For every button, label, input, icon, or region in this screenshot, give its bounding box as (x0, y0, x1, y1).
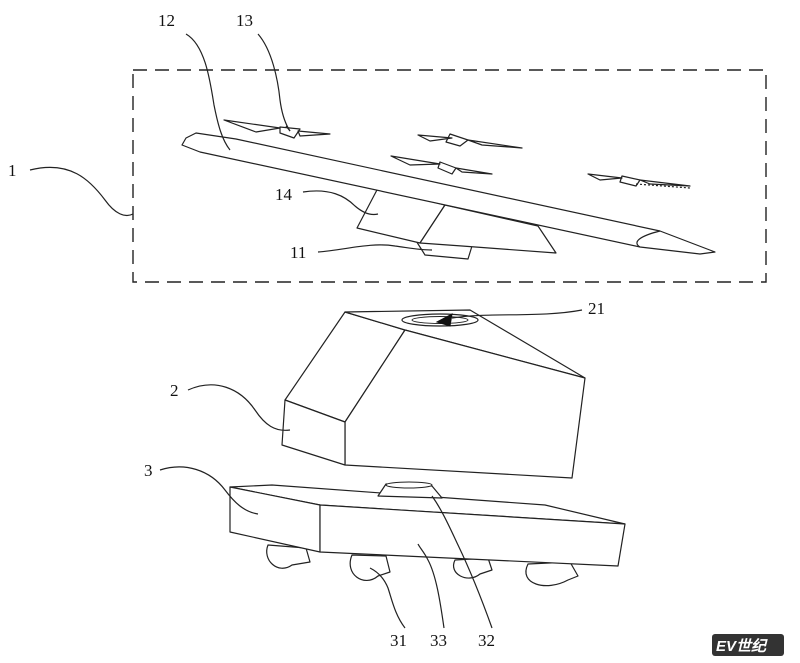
propeller-13-d (587, 173, 691, 189)
label-2: 2 (170, 381, 179, 400)
leader-21 (451, 309, 583, 319)
leader-14 (302, 190, 379, 216)
leader-1 (29, 166, 134, 217)
label-3: 3 (144, 461, 153, 480)
wheel (525, 561, 579, 587)
chassis-side-face-33 (319, 504, 626, 567)
watermark-bg (712, 634, 784, 656)
label-33: 33 (430, 631, 447, 650)
leader-3 (159, 466, 259, 515)
watermark-logo: EV世纪 (716, 638, 768, 655)
leader-32 (431, 495, 493, 629)
label-13: 13 (236, 11, 253, 30)
label-21: 21 (588, 299, 605, 318)
wing-12 (181, 132, 716, 255)
label-1: 1 (8, 161, 17, 180)
propeller-13-b (417, 133, 523, 149)
connector-32-top (385, 481, 433, 489)
docking-port-21-inner (411, 316, 469, 324)
wheel (349, 554, 391, 582)
arrow-21 (435, 313, 453, 327)
cabin-2 (281, 309, 586, 479)
label-11: 11 (290, 243, 306, 262)
leader-13 (257, 33, 291, 132)
leader-31 (369, 567, 406, 629)
label-31: 31 (390, 631, 407, 650)
wheel (452, 557, 493, 579)
label-12: 12 (158, 11, 175, 30)
leader-33 (417, 543, 445, 629)
leader-12 (185, 33, 231, 151)
leader-2 (187, 384, 291, 431)
wheel (266, 544, 311, 569)
label-32: 32 (478, 631, 495, 650)
label-14: 14 (275, 185, 293, 204)
wing-tip-line (636, 230, 661, 248)
module-1-dashed-boundary (132, 69, 767, 283)
leader-11 (317, 244, 433, 253)
wheels-31 (266, 544, 579, 587)
propeller-13-c (390, 155, 493, 175)
propeller-13-a (223, 119, 331, 139)
ventral-fin (419, 204, 557, 254)
